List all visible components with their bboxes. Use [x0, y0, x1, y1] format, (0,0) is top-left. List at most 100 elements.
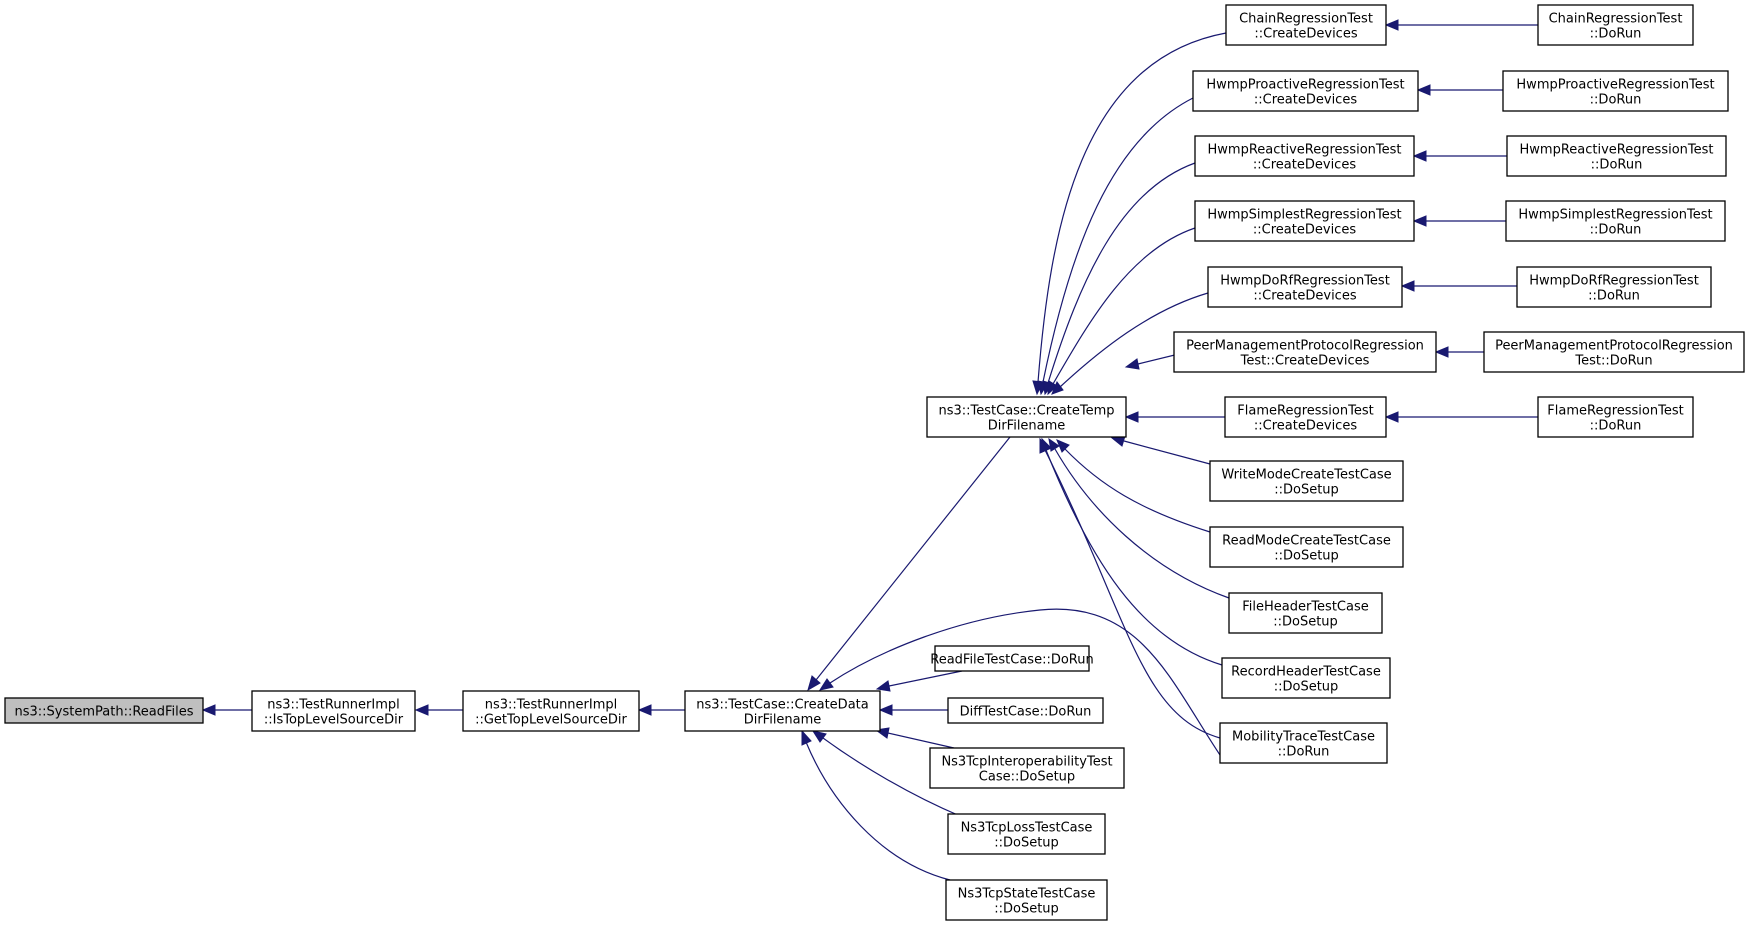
- node-hwmppro-cd[interactable]: HwmpProactiveRegressionTest::CreateDevic…: [1192, 70, 1419, 112]
- node-box: [1209, 460, 1404, 502]
- node-label: HwmpProactiveRegressionTest: [1206, 78, 1404, 93]
- node-label: DiffTestCase::DoRun: [960, 705, 1092, 720]
- node-label: ::DoSetup: [1273, 615, 1338, 630]
- node-peer-run[interactable]: PeerManagementProtocolRegressionTest::Do…: [1483, 331, 1745, 373]
- node-hwmpre-run[interactable]: HwmpReactiveRegressionTest::DoRun: [1506, 135, 1727, 177]
- edge-arrowhead: [1412, 150, 1427, 162]
- node-box: [1537, 4, 1694, 46]
- node-box: [1537, 396, 1694, 438]
- node-label: WriteModeCreateTestCase: [1221, 468, 1391, 483]
- node-label: Ns3TcpInteroperabilityTest: [941, 755, 1112, 770]
- edge-arrowhead: [1124, 358, 1140, 370]
- node-label: HwmpSimplestRegressionTest: [1518, 208, 1712, 223]
- node-box: [1506, 135, 1727, 177]
- node-label: ns3::TestCase::CreateData: [696, 698, 868, 713]
- node-box: [947, 813, 1106, 855]
- node-readfiles[interactable]: ns3::SystemPath::ReadFiles: [4, 697, 204, 724]
- node-label: HwmpReactiveRegressionTest: [1520, 143, 1714, 158]
- node-box: [1228, 592, 1383, 634]
- node-box: [4, 697, 204, 724]
- edge-readfile-createdata: [888, 670, 963, 687]
- node-label: ::DoRun: [1591, 158, 1643, 173]
- edge-writemode-createtemp: [1123, 440, 1211, 465]
- node-box: [684, 690, 881, 732]
- node-label: ::DoRun: [1590, 93, 1642, 108]
- node-box: [929, 747, 1125, 789]
- node-recordheader[interactable]: RecordHeaderTestCase::DoSetup: [1221, 657, 1391, 699]
- node-label: ::DoSetup: [994, 902, 1059, 917]
- edge-tcpstate-createdata: [805, 741, 951, 881]
- node-label: ::DoRun: [1590, 27, 1642, 42]
- node-fileheader[interactable]: FileHeaderTestCase::DoSetup: [1228, 592, 1383, 634]
- node-label: DirFilename: [744, 713, 822, 728]
- node-hwmpdorf-run[interactable]: HwmpDoRfRegressionTest::DoRun: [1516, 266, 1712, 308]
- node-writemode[interactable]: WriteModeCreateTestCase::DoSetup: [1209, 460, 1404, 502]
- node-box: [1194, 135, 1415, 177]
- node-label: ::CreateDevices: [1254, 27, 1357, 42]
- node-box: [945, 879, 1108, 921]
- edge-createtemp-createdata: [815, 436, 1011, 681]
- node-label: HwmpDoRfRegressionTest: [1529, 274, 1699, 289]
- node-peer-cd[interactable]: PeerManagementProtocolRegressionTest::Cr…: [1173, 331, 1437, 373]
- node-label: ChainRegressionTest: [1239, 12, 1373, 27]
- node-label: ::CreateDevices: [1254, 419, 1357, 434]
- edge-arrowhead: [1434, 346, 1449, 358]
- node-hwmpre-cd[interactable]: HwmpReactiveRegressionTest::CreateDevice…: [1194, 135, 1415, 177]
- node-hwmpdorf-cd[interactable]: HwmpDoRfRegressionTest::CreateDevices: [1207, 266, 1403, 308]
- node-gettoplevel[interactable]: ns3::TestRunnerImpl::GetTopLevelSourceDi…: [462, 690, 640, 732]
- node-box: [1505, 200, 1726, 242]
- node-box: [1221, 657, 1391, 699]
- node-hwmpsim-run[interactable]: HwmpSimplestRegressionTest::DoRun: [1505, 200, 1726, 242]
- edge-hwmpdorf-createtemp: [1059, 292, 1209, 388]
- node-label: HwmpDoRfRegressionTest: [1220, 274, 1390, 289]
- node-label: ::CreateDevices: [1253, 158, 1356, 173]
- node-label: HwmpReactiveRegressionTest: [1208, 143, 1402, 158]
- node-flame-run[interactable]: FlameRegressionTest::DoRun: [1537, 396, 1694, 438]
- edge-arrowhead: [1384, 411, 1399, 423]
- node-readfile-run[interactable]: ReadFileTestCase::DoRun: [930, 645, 1094, 672]
- node-box: [251, 690, 416, 732]
- node-label: ::DoRun: [1590, 223, 1642, 238]
- node-mobility[interactable]: MobilityTraceTestCase::DoRun: [1219, 722, 1388, 764]
- node-hwmppro-run[interactable]: HwmpProactiveRegressionTest::DoRun: [1502, 70, 1729, 112]
- node-label: HwmpProactiveRegressionTest: [1516, 78, 1714, 93]
- node-label: FileHeaderTestCase: [1242, 600, 1369, 615]
- edge-arrowhead: [414, 704, 429, 716]
- edge-arrowhead: [811, 730, 827, 743]
- node-label: PeerManagementProtocolRegression: [1495, 339, 1733, 354]
- node-tcploss[interactable]: Ns3TcpLossTestCase::DoSetup: [947, 813, 1106, 855]
- node-label: ns3::TestRunnerImpl: [485, 698, 618, 713]
- edge-tcpinterop-createdata: [887, 732, 955, 749]
- edge-arrowhead: [818, 678, 834, 691]
- node-flame-cd[interactable]: FlameRegressionTest::CreateDevices: [1224, 396, 1387, 438]
- node-label: ::DoRun: [1278, 745, 1330, 760]
- edge-arrowhead: [807, 675, 821, 692]
- node-hwmpsim-cd[interactable]: HwmpSimplestRegressionTest::CreateDevice…: [1194, 200, 1415, 242]
- node-label: ns3::SystemPath::ReadFiles: [14, 705, 193, 720]
- node-box: [1502, 70, 1729, 112]
- node-diff-run[interactable]: DiffTestCase::DoRun: [947, 697, 1104, 724]
- node-box: [1194, 200, 1415, 242]
- node-tcpstate[interactable]: Ns3TcpStateTestCase::DoSetup: [945, 879, 1108, 921]
- node-label: Ns3TcpStateTestCase: [958, 887, 1096, 902]
- node-chain-run[interactable]: ChainRegressionTest::DoRun: [1537, 4, 1694, 46]
- edge-arrowhead: [1384, 19, 1399, 31]
- node-label: ::DoRun: [1590, 419, 1642, 434]
- edge-arrowhead: [801, 729, 812, 746]
- node-box: [1219, 722, 1388, 764]
- node-label: ns3::TestCase::CreateTemp: [938, 404, 1114, 419]
- edge-hwmpre-createtemp: [1047, 162, 1196, 384]
- node-label: MobilityTraceTestCase: [1232, 730, 1375, 745]
- node-label: ::DoSetup: [1274, 549, 1339, 564]
- node-label: ns3::TestRunnerImpl: [267, 698, 400, 713]
- node-istoplevel[interactable]: ns3::TestRunnerImpl::IsTopLevelSourceDir: [251, 690, 416, 732]
- node-label: ::IsTopLevelSourceDir: [264, 713, 404, 728]
- node-chain-cd[interactable]: ChainRegressionTest::CreateDevices: [1225, 4, 1387, 46]
- node-label: Test::DoRun: [1574, 354, 1652, 369]
- node-readmode[interactable]: ReadModeCreateTestCase::DoSetup: [1209, 526, 1404, 568]
- node-label: ::DoSetup: [1274, 483, 1339, 498]
- node-label: HwmpSimplestRegressionTest: [1207, 208, 1401, 223]
